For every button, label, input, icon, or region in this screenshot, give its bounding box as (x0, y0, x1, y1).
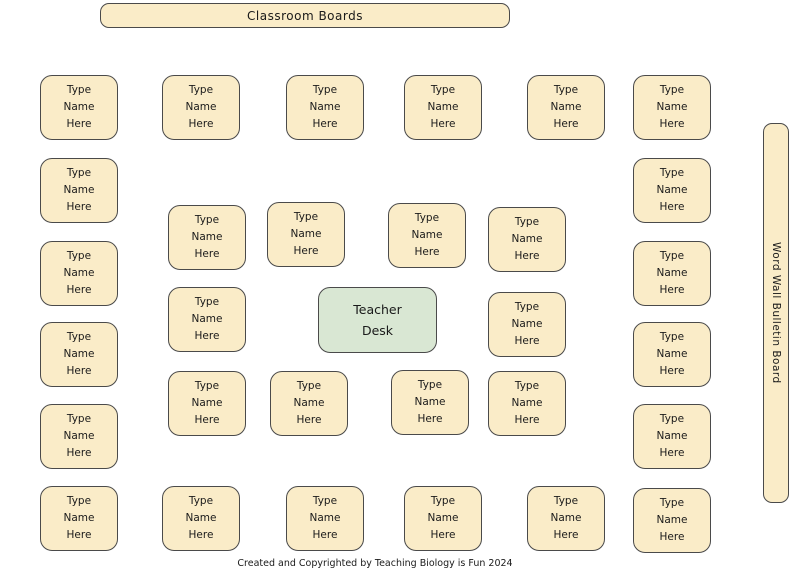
student-desk[interactable]: Type Name Here (488, 292, 566, 357)
student-desk[interactable]: Type Name Here (391, 370, 469, 435)
student-desk[interactable]: Type Name Here (633, 75, 711, 140)
student-desk[interactable]: Type Name Here (404, 75, 482, 140)
student-desk[interactable]: Type Name Here (40, 322, 118, 387)
student-desk[interactable]: Type Name Here (633, 158, 711, 223)
student-desk[interactable]: Type Name Here (40, 75, 118, 140)
student-desk[interactable]: Type Name Here (168, 287, 246, 352)
student-desk[interactable]: Type Name Here (633, 404, 711, 469)
word-wall-bulletin-board-label: Word Wall Bulletin Board (763, 123, 789, 503)
student-desk[interactable]: Type Name Here (633, 488, 711, 553)
student-desk[interactable]: Type Name Here (270, 371, 348, 436)
student-desk[interactable]: Type Name Here (527, 75, 605, 140)
student-desk[interactable]: Type Name Here (286, 486, 364, 551)
student-desk[interactable]: Type Name Here (162, 75, 240, 140)
student-desk[interactable]: Type Name Here (168, 371, 246, 436)
student-desk[interactable]: Type Name Here (267, 202, 345, 267)
student-desk[interactable]: Type Name Here (40, 241, 118, 306)
student-desk[interactable]: Type Name Here (162, 486, 240, 551)
student-desk[interactable]: Type Name Here (286, 75, 364, 140)
student-desk[interactable]: Type Name Here (40, 158, 118, 223)
teacher-desk: Teacher Desk (318, 287, 437, 353)
classroom-boards-label: Classroom Boards (100, 3, 510, 28)
student-desk[interactable]: Type Name Here (527, 486, 605, 551)
student-desk[interactable]: Type Name Here (404, 486, 482, 551)
student-desk[interactable]: Type Name Here (633, 322, 711, 387)
student-desk[interactable]: Type Name Here (488, 207, 566, 272)
student-desk[interactable]: Type Name Here (40, 486, 118, 551)
student-desk[interactable]: Type Name Here (40, 404, 118, 469)
student-desk[interactable]: Type Name Here (633, 241, 711, 306)
copyright-credit: Created and Copyrighted by Teaching Biol… (237, 558, 513, 569)
student-desk[interactable]: Type Name Here (168, 205, 246, 270)
student-desk[interactable]: Type Name Here (388, 203, 466, 268)
student-desk[interactable]: Type Name Here (488, 371, 566, 436)
